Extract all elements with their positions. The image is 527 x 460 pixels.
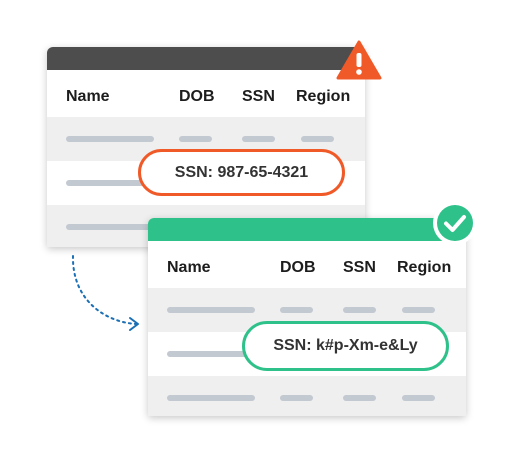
warning-triangle-icon [336,40,382,80]
column-header-ssn: SSN [242,88,275,105]
placeholder-bar [280,307,313,313]
column-headers: Name DOB SSN Region [148,241,466,288]
placeholder-bar [280,395,313,401]
check-circle-icon [433,201,477,245]
placeholder-bar [167,351,255,357]
placeholder-bar [167,395,255,401]
placeholder-bar [402,395,435,401]
column-header-region: Region [397,259,452,276]
placeholder-bar [402,307,435,313]
table-card-after: Name DOB SSN Region [148,218,466,416]
column-header-ssn: SSN [343,259,376,276]
table-row [148,332,466,376]
exposed-ssn-callout: SSN: 987-65-4321 [138,149,345,196]
masked-ssn-callout: SSN: k#p-Xm-e&Ly [242,321,449,371]
placeholder-bar [66,180,154,186]
placeholder-bar [301,136,334,142]
table-header-bar [148,218,466,241]
placeholder-bar [242,136,275,142]
table-row [47,161,365,205]
column-header-dob: DOB [280,259,316,276]
table-header-bar [47,47,365,70]
placeholder-bar [343,395,376,401]
placeholder-bar [179,136,212,142]
column-headers: Name DOB SSN Region [47,70,365,117]
column-header-region: Region [296,88,351,105]
column-header-name: Name [167,259,211,276]
placeholder-bar [343,307,376,313]
placeholder-bar [167,307,255,313]
table-row [148,376,466,416]
placeholder-bar [66,136,154,142]
column-header-dob: DOB [179,88,215,105]
placeholder-bar [66,224,154,230]
dotted-arrow-connector [71,255,139,331]
table-card-before: Name DOB SSN Region [47,47,365,247]
column-header-name: Name [66,88,110,105]
